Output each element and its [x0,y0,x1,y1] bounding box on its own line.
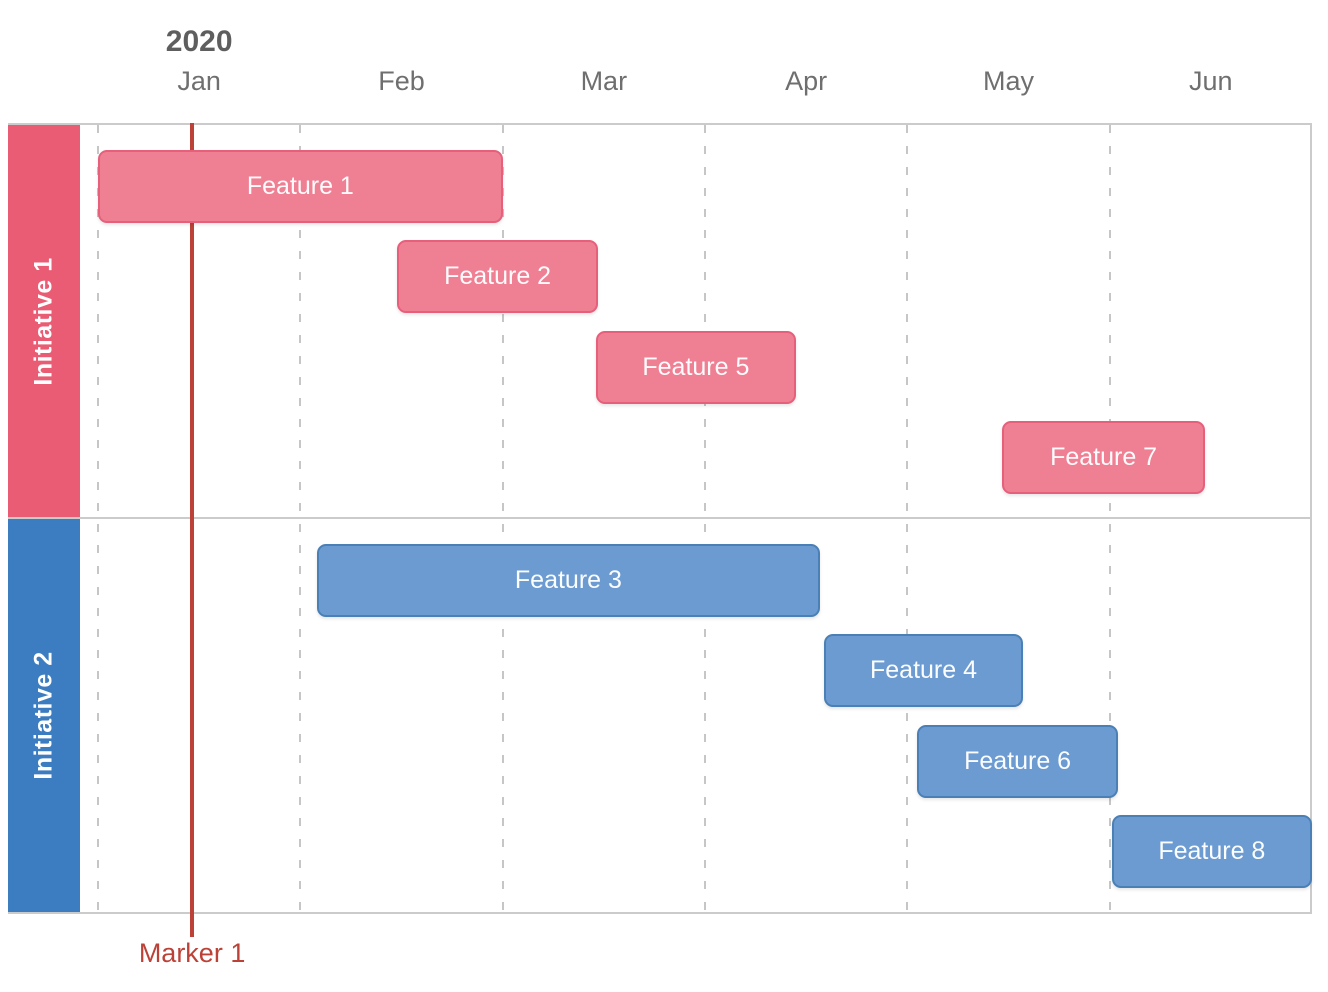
task-bar-label: Feature 6 [964,746,1072,775]
lane-divider [8,517,1312,519]
month-label: Feb [378,66,425,96]
task-bar-label: Feature 8 [1158,836,1266,865]
initiative-label: Initiative 1 [29,256,58,386]
chart-border-bottom [8,912,1312,914]
task-bar[interactable]: Feature 1 [98,150,503,223]
task-bar[interactable]: Feature 7 [1002,420,1205,494]
month-axis: Jan Feb Mar Apr May Jun [0,66,1328,102]
month-label: Jun [1189,66,1233,96]
year-label: 2020 [165,25,233,58]
task-bar-label: Feature 2 [444,262,552,291]
task-bar-label: Feature 3 [514,566,622,594]
task-bar[interactable]: Feature 2 [397,240,598,314]
initiative-label: Initiative 2 [29,651,58,780]
month-label: May [982,66,1034,96]
task-bar[interactable]: Feature 8 [1111,814,1312,888]
chart-area: Initiative 1 Feature 1 Feature 2 Feature 5 F… [8,123,1312,914]
task-bar-label: Feature 4 [869,656,977,685]
task-bar[interactable]: Feature 5 [595,330,797,404]
month-label: Apr [785,66,828,96]
marker-line [190,123,195,937]
month-label: Jan [177,66,221,96]
marker-label: Marker 1 [138,938,246,968]
task-bar[interactable]: Feature 3 [316,544,821,617]
task-bar[interactable]: Feature 4 [824,634,1023,708]
task-bar-label: Feature 7 [1050,442,1158,471]
month-label: Mar [580,66,628,96]
chart-border-top [8,123,1312,125]
task-bar[interactable]: Feature 6 [917,724,1118,798]
initiative-band: Initiative 2 [8,519,80,912]
task-bar-label: Feature 5 [642,352,750,381]
initiative-band: Initiative 1 [8,125,80,517]
task-bar-label: Feature 1 [246,172,354,200]
